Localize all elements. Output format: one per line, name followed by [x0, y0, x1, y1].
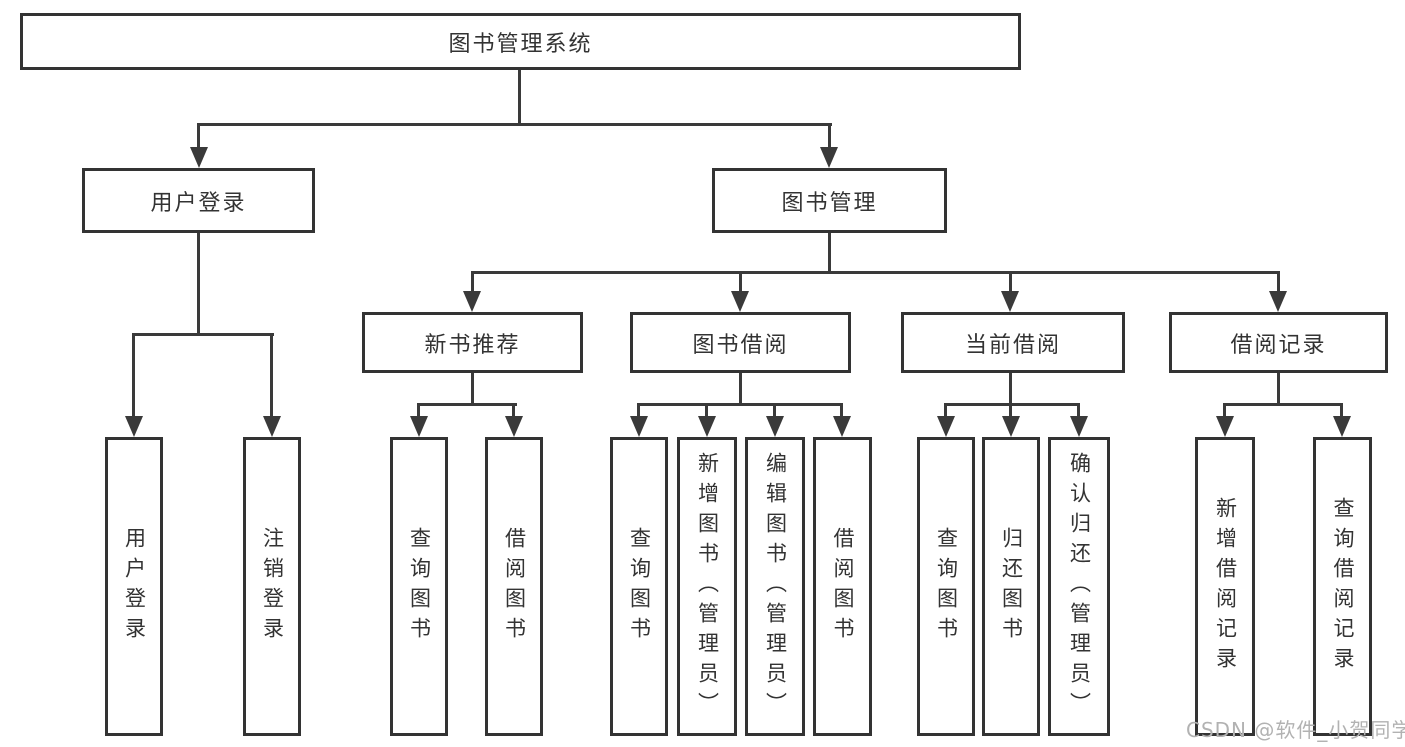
arrowhead-down-icon: [263, 416, 281, 437]
connector-drop-bb-edit: [773, 405, 776, 419]
arrowhead-down-icon: [1216, 416, 1234, 437]
node-new-book-recommend: 新书推荐: [362, 312, 583, 373]
arrowhead-down-icon: [190, 147, 208, 168]
connector-book-mgmt-stem: [828, 233, 831, 273]
arrowhead-down-icon: [698, 416, 716, 437]
connector-drop-br-add: [1223, 405, 1226, 419]
connector-bookborrow-branch: [637, 403, 843, 406]
leaf-current-return-books: 归还图书: [982, 437, 1040, 736]
arrowhead-down-icon: [833, 416, 851, 437]
connector-drop-cb-query: [944, 405, 947, 419]
connector-drop-leaf-logout: [270, 335, 273, 420]
connector-drop-cb-confirm: [1077, 405, 1080, 419]
arrowhead-down-icon: [731, 291, 749, 312]
connector-drop-bb-add: [705, 405, 708, 419]
arrowhead-down-icon: [1333, 416, 1351, 437]
connector-drop-new-book-recommend: [471, 273, 474, 293]
arrowhead-down-icon: [820, 147, 838, 168]
node-book-management: 图书管理: [712, 168, 947, 233]
node-borrow-records: 借阅记录: [1169, 312, 1388, 373]
connector-drop-bb-query: [637, 405, 640, 419]
arrowhead-down-icon: [766, 416, 784, 437]
csdn-watermark: CSDN @软件_小贺同学: [1186, 718, 1405, 742]
leaf-user-login: 用户登录: [105, 437, 163, 736]
arrowhead-down-icon: [505, 416, 523, 437]
arrowhead-down-icon: [1070, 416, 1088, 437]
leaf-borrow-query-books: 查询图书: [610, 437, 668, 736]
leaf-records-query-record: 查询借阅记录: [1313, 437, 1372, 736]
connector-drop-current-borrow: [1009, 273, 1012, 293]
connector-records-branch: [1223, 403, 1343, 406]
connector-newbook-branch: [417, 403, 517, 406]
connector-drop-cb-return: [1009, 405, 1012, 419]
leaf-newbook-borrow-books: 借阅图书: [485, 437, 543, 736]
leaf-records-add-record: 新增借阅记录: [1195, 437, 1255, 736]
connector-drop-br-query: [1340, 405, 1343, 419]
node-user-login: 用户登录: [82, 168, 315, 233]
connector-drop-user-login: [197, 125, 200, 151]
leaf-current-confirm-return-admin: 确认归还（管理员）: [1048, 437, 1110, 736]
connector-root-branch: [197, 123, 832, 126]
connector-user-login-stem: [197, 233, 200, 335]
arrowhead-down-icon: [1002, 416, 1020, 437]
connector-newbook-stem: [471, 373, 474, 405]
connector-drop-book-borrow: [739, 273, 742, 293]
connector-root-stem: [518, 70, 521, 125]
connector-currentborrow-branch: [944, 403, 1080, 406]
arrowhead-down-icon: [937, 416, 955, 437]
arrowhead-down-icon: [1001, 291, 1019, 312]
connector-book-mgmt-branch: [471, 271, 1280, 274]
node-book-borrow: 图书借阅: [630, 312, 851, 373]
connector-user-login-branch: [132, 333, 274, 336]
arrowhead-down-icon: [1269, 291, 1287, 312]
connector-drop-bb-borrow: [840, 405, 843, 419]
connector-drop-borrow-records: [1277, 273, 1280, 293]
leaf-borrow-borrow-books: 借阅图书: [813, 437, 872, 736]
connector-bookborrow-stem: [739, 373, 742, 405]
arrowhead-down-icon: [125, 416, 143, 437]
connector-drop-nb-borrow: [512, 405, 515, 419]
connector-records-stem: [1277, 373, 1280, 405]
leaf-borrow-add-books-admin: 新增图书（管理员）: [677, 437, 737, 736]
node-root: 图书管理系统: [20, 13, 1021, 70]
arrowhead-down-icon: [463, 291, 481, 312]
connector-drop-leaf-user-login: [132, 335, 135, 420]
arrowhead-down-icon: [410, 416, 428, 437]
leaf-borrow-edit-books-admin: 编辑图书（管理员）: [745, 437, 805, 736]
connector-drop-book-management: [828, 125, 831, 151]
leaf-newbook-query-books: 查询图书: [390, 437, 448, 736]
node-current-borrow: 当前借阅: [901, 312, 1125, 373]
leaf-current-query-books: 查询图书: [917, 437, 975, 736]
connector-drop-nb-query: [417, 405, 420, 419]
arrowhead-down-icon: [630, 416, 648, 437]
connector-currentborrow-stem: [1009, 373, 1012, 405]
leaf-logout: 注销登录: [243, 437, 301, 736]
